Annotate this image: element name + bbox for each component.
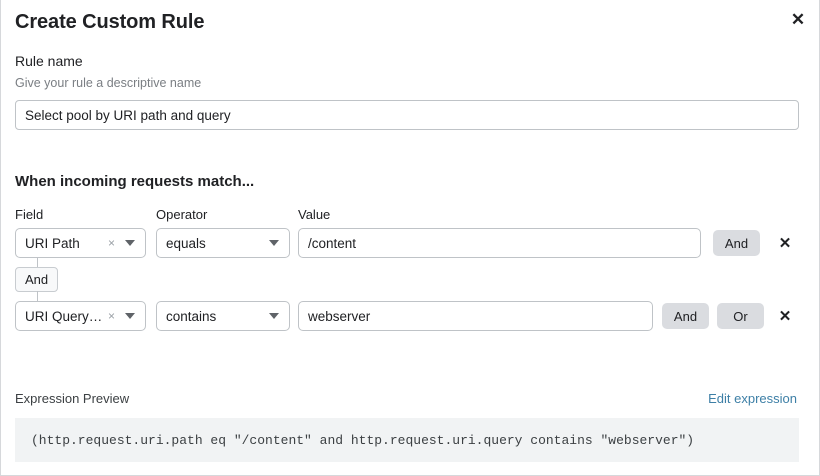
remove-condition-icon[interactable]: ✕ bbox=[773, 228, 797, 258]
column-header-operator: Operator bbox=[156, 207, 208, 222]
dialog-title: Create Custom Rule bbox=[15, 11, 205, 33]
connector-line bbox=[37, 291, 38, 301]
value-input[interactable] bbox=[298, 301, 653, 331]
chevron-down-icon bbox=[269, 313, 279, 319]
rule-name-hint: Give your rule a descriptive name bbox=[15, 76, 202, 90]
value-input[interactable] bbox=[298, 228, 701, 258]
column-header-value: Value bbox=[298, 207, 331, 222]
condition-row: URI Query St... × contains And Or ✕ bbox=[1, 301, 819, 331]
field-select-value: URI Path bbox=[25, 235, 80, 251]
field-select[interactable]: URI Query St... × bbox=[15, 301, 146, 331]
clear-icon[interactable]: × bbox=[107, 236, 115, 250]
condition-row: URI Path × equals And ✕ bbox=[1, 228, 819, 258]
close-icon[interactable]: ✕ bbox=[785, 6, 811, 32]
rule-name-label: Rule name bbox=[15, 53, 83, 69]
conditions-heading: When incoming requests match... bbox=[15, 173, 255, 190]
expression-preview-code: (http.request.uri.path eq "/content" and… bbox=[15, 418, 799, 462]
chevron-down-icon bbox=[125, 240, 135, 246]
chevron-down-icon bbox=[125, 313, 135, 319]
clear-icon[interactable]: × bbox=[107, 309, 115, 323]
edit-expression-link[interactable]: Edit expression bbox=[708, 391, 797, 406]
connector-and-badge[interactable]: And bbox=[15, 267, 59, 292]
operator-select-value: equals bbox=[166, 235, 206, 251]
or-button[interactable]: Or bbox=[717, 303, 764, 329]
field-select[interactable]: URI Path × bbox=[15, 228, 146, 258]
remove-condition-icon[interactable]: ✕ bbox=[773, 301, 797, 331]
connector-line bbox=[37, 258, 38, 268]
and-button[interactable]: And bbox=[713, 230, 760, 256]
expression-preview-label: Expression Preview bbox=[15, 391, 130, 406]
column-header-field: Field bbox=[15, 207, 44, 222]
operator-select-value: contains bbox=[166, 308, 217, 324]
chevron-down-icon bbox=[269, 240, 279, 246]
operator-select[interactable]: equals bbox=[156, 228, 290, 258]
field-select-value: URI Query St... bbox=[25, 308, 106, 324]
operator-select[interactable]: contains bbox=[156, 301, 290, 331]
and-button[interactable]: And bbox=[662, 303, 709, 329]
rule-name-input[interactable] bbox=[15, 100, 799, 130]
